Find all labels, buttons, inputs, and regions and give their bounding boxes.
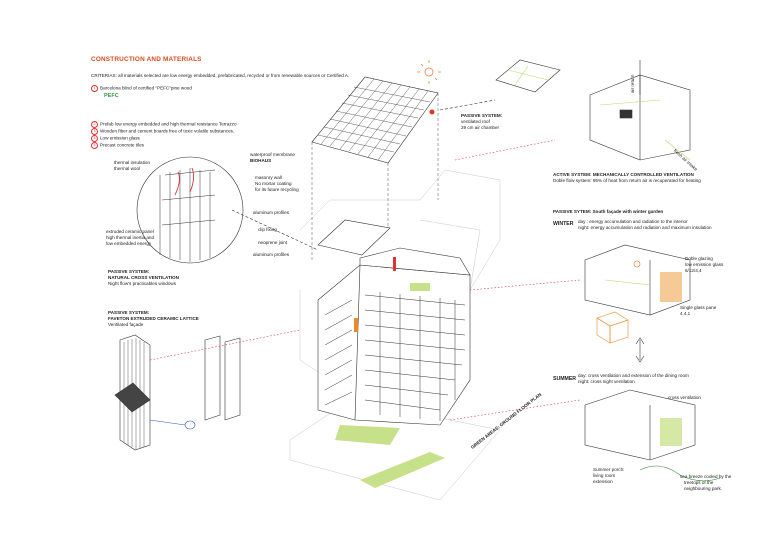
breeze-3: neighbouring park.	[684, 486, 723, 491]
active-ventilation-room	[589, 60, 691, 161]
projection-lines	[311, 93, 439, 260]
roof-heading: PASSIVE SYSTEM:	[461, 113, 503, 118]
winter-night: night: energy accumulation and radiation…	[578, 225, 712, 230]
active-line-1: Doble flow system: 95% of heat from retu…	[553, 178, 701, 183]
cross-line-1: Night flow's practicables windows	[108, 281, 177, 286]
porch-2: living room	[593, 473, 616, 478]
porch-3: extension	[593, 479, 613, 484]
faveton-heading-1: PASSIVE SYSTEM:	[108, 310, 150, 315]
label-no-mortar: No mortar coating	[255, 181, 292, 186]
cross-heading-1: PASSIVE SYSTEM:	[108, 269, 150, 274]
active-heading: ACTIVE SYSTEM: MECHANICALLY CONTROLLED V…	[553, 172, 694, 177]
sun-icon	[417, 60, 441, 84]
pefc-logo: PEFC	[104, 93, 119, 99]
roof-line-1: ventilated roof	[461, 119, 490, 124]
double-glazing-2: low emission glass	[685, 262, 724, 267]
building-volume	[317, 219, 471, 426]
orange-facade-panel	[354, 318, 358, 332]
summer-day: day: cross ventilation and extension of …	[578, 373, 689, 378]
label-membrane: waterproof membrane	[250, 152, 295, 157]
porch-1: Summer porch:	[593, 467, 625, 472]
cross-heading-2: NATURAL CROSS VENTILATION	[108, 275, 179, 280]
winter-day: day : energy accumulation and radiation …	[578, 219, 688, 224]
label-aluminum-2: aluminum profiles	[253, 252, 289, 257]
label-masonry: masonry wall	[255, 175, 282, 180]
label-aluminum-1: aluminum profiles	[253, 210, 289, 215]
single-glass-1: Single glass pane	[680, 305, 717, 310]
breeze-2: treetops of the	[684, 480, 714, 485]
label-ceramic-2: high thermal inertia and	[106, 235, 155, 240]
winter-section	[584, 244, 691, 316]
air-return-label: air return	[630, 74, 635, 93]
green-area-patches	[335, 425, 445, 488]
single-glass-2: 4,4,1	[680, 311, 691, 316]
ceramic-lattice-drawing	[114, 334, 241, 451]
wall-detail-circle	[136, 156, 244, 264]
page-title: CONSTRUCTION AND MATERIALS	[91, 56, 202, 63]
summer-label: SUMMER	[553, 376, 577, 382]
label-bioaus: BIOHAUS	[250, 158, 272, 163]
label-recycling: for its future recycling	[255, 187, 299, 192]
double-glazing-3: 6/12/4,4	[685, 268, 702, 273]
detail-leader	[231, 209, 319, 251]
breeze-1: sea breeze cooled by the	[680, 474, 732, 479]
red-window-marker	[393, 257, 396, 271]
season-switch-arrow	[635, 337, 645, 363]
faveton-line-1: Ventilated façade	[108, 322, 144, 327]
cross-ventilation-label: cross ventilation	[668, 395, 701, 400]
south-heading: PASSIVE SYTEM: South façade with winter …	[553, 209, 664, 214]
orange-cube	[596, 311, 629, 344]
label-thermal-wool: thermal wool	[114, 166, 141, 171]
marker-dot	[429, 109, 435, 115]
summer-night: night: cross night ventilation	[578, 379, 635, 384]
roof-line-2: 29 cm air chamber	[461, 125, 500, 130]
summer-section	[584, 389, 721, 482]
label-neoprene: neoprene joint	[258, 240, 288, 245]
label-ceramic-3: low embedded energy	[106, 241, 152, 246]
label-clip: clip fixing	[258, 227, 277, 232]
ventilated-roof-detail	[495, 59, 561, 93]
double-glazing-1: Doble glazing	[685, 256, 713, 261]
lattice-leader	[149, 329, 301, 361]
label-ceramic-1: extruded ceramic panel	[106, 229, 154, 234]
label-thermal-insulation: thermal insulation	[114, 160, 151, 165]
roof-panel-grid	[311, 76, 439, 164]
winter-label: WINTER	[553, 221, 574, 227]
criteria-text: CRITERIAS: all materials selected are lo…	[91, 73, 350, 78]
faveton-heading-2: FAVETON EXTRUDED CERAMIC LATTICE	[108, 316, 199, 321]
green-winter-garden	[410, 283, 430, 291]
